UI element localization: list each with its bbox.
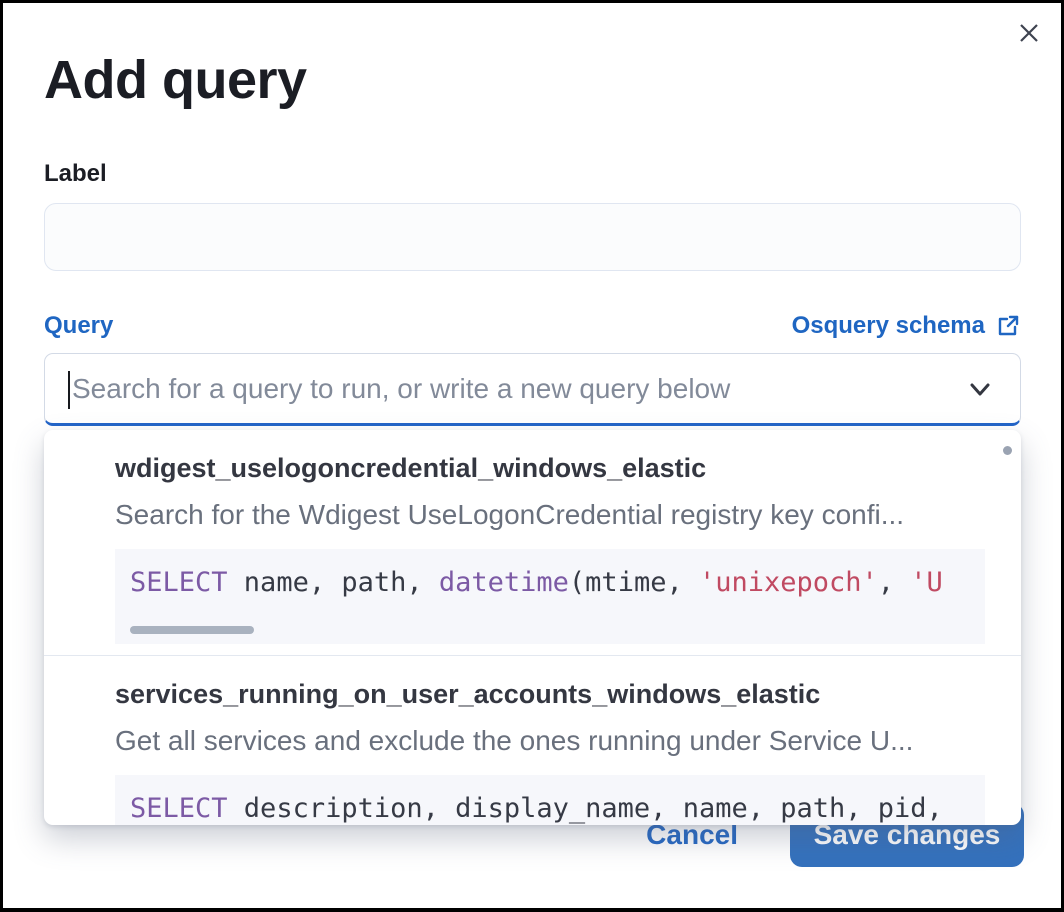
- query-option-title: wdigest_uselogoncredential_windows_elast…: [115, 453, 707, 483]
- text-cursor: [68, 371, 70, 410]
- query-option[interactable]: wdigest_uselogoncredential_windows_elast…: [44, 430, 1021, 644]
- close-button[interactable]: [1011, 15, 1047, 51]
- sql-code-line: SELECT description, display_name, name, …: [130, 793, 943, 824]
- query-suggestions-dropdown: wdigest_uselogoncredential_windows_elast…: [44, 430, 1021, 825]
- option-divider: [44, 655, 1021, 656]
- query-option[interactable]: services_running_on_user_accounts_window…: [44, 656, 1021, 825]
- chevron-down-icon[interactable]: [962, 371, 998, 407]
- sql-code-line: SELECT name, path, datetime(mtime, 'unix…: [130, 567, 943, 598]
- query-field-label: Query: [44, 312, 114, 340]
- label-input[interactable]: [44, 203, 1021, 272]
- query-option-sql-preview: SELECT name, path, datetime(mtime, 'unix…: [115, 549, 985, 644]
- query-option-description: Search for the Wdigest UseLogonCredentia…: [115, 499, 905, 530]
- query-option-sql-preview: SELECT description, display_name, name, …: [115, 775, 985, 825]
- label-field-label: Label: [44, 160, 107, 188]
- query-combobox[interactable]: [44, 353, 1021, 427]
- query-option-title: services_running_on_user_accounts_window…: [115, 679, 821, 709]
- page-title: Add query: [44, 50, 307, 110]
- query-option-description: Get all services and exclude the ones ru…: [115, 725, 914, 756]
- close-icon: [1014, 18, 1044, 48]
- query-search-input[interactable]: [45, 354, 1020, 424]
- osquery-schema-link[interactable]: Osquery schema: [792, 311, 1021, 341]
- dropdown-options: wdigest_uselogoncredential_windows_elast…: [44, 430, 1021, 825]
- osquery-schema-link-label: Osquery schema: [791, 312, 985, 340]
- horizontal-scrollbar-thumb[interactable]: [130, 626, 254, 634]
- vertical-scrollbar-thumb[interactable]: [1003, 446, 1012, 455]
- external-link-icon: [995, 313, 1021, 339]
